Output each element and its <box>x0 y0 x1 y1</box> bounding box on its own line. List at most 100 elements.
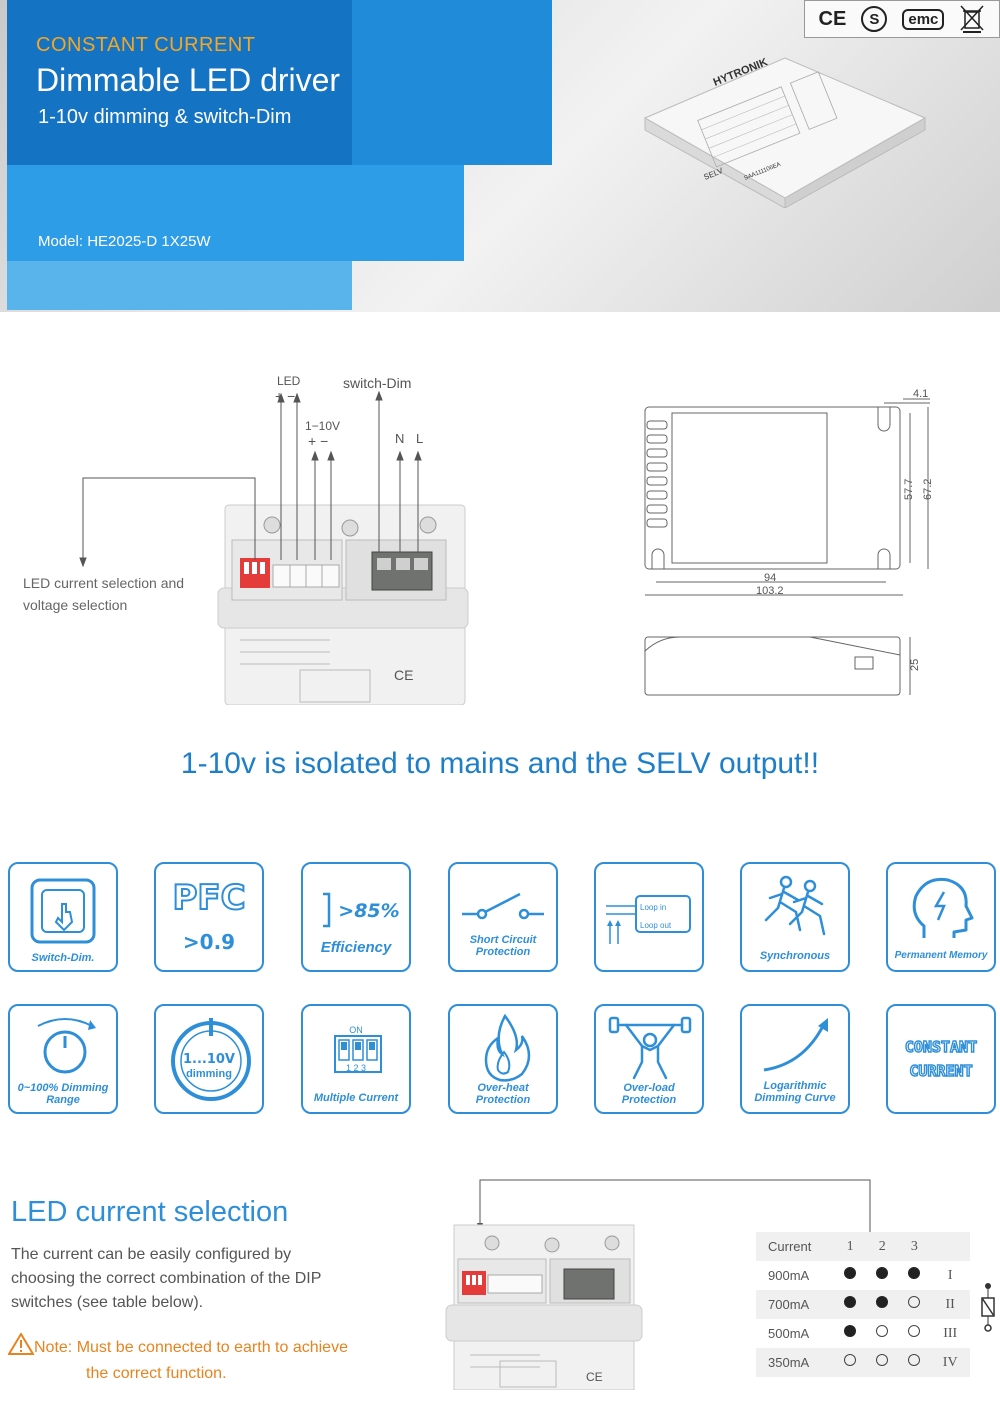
feature-multiple-current-label: Multiple Current <box>313 1092 399 1104</box>
feature-dimming-range-label: 0~100% Dimming Range <box>17 1082 109 1106</box>
feature-overload-label: Over-load Protection <box>621 1082 677 1106</box>
dim-94: 94 <box>764 572 776 584</box>
label-current-selection: LED current selection and voltage select… <box>23 575 185 613</box>
table-header-current: Current <box>756 1232 834 1261</box>
selection-description: The current can be easily configured by … <box>11 1246 322 1311</box>
row-roman: IV <box>930 1348 970 1377</box>
hero-light-blue-strip <box>7 261 352 310</box>
hero-banner: HYTRONIK SELV SAA111106EA CONSTANT CURRE… <box>0 0 1000 312</box>
feature-1-10v-label: dimming <box>186 1068 232 1080</box>
table-row: 700mA II <box>756 1290 970 1319</box>
feature-log-curve-label: Logarithmic Dimming Curve <box>754 1080 836 1104</box>
selection-title: LED current selection <box>11 1196 289 1228</box>
table-header-row: Current 1 2 3 <box>756 1232 970 1261</box>
row-roman: III <box>930 1319 970 1348</box>
driver-ce-mark: CE <box>394 667 413 683</box>
feature-short-circuit-label: Short Circuit Protection <box>469 934 537 958</box>
switch-off-dot <box>876 1325 889 1337</box>
warning-icon <box>8 1333 34 1355</box>
row-current-value: 700mA <box>756 1290 834 1319</box>
running-people-icon <box>764 875 826 936</box>
dim-67-2: 67.2 <box>922 479 934 500</box>
selection-driver-ce-mark: CE <box>586 1370 603 1384</box>
feature-efficiency: >85% Efficiency <box>301 862 411 972</box>
switch-on-dot <box>844 1325 857 1337</box>
feature-efficiency-label: Efficiency <box>320 939 392 956</box>
switch-on-dot <box>876 1267 889 1279</box>
feature-pfc-value: >0.9 <box>182 930 236 954</box>
row-current-value: 900mA <box>756 1261 834 1290</box>
switch-open-icon <box>462 892 544 920</box>
switch-off-dot <box>908 1325 921 1337</box>
feature-overheat: Over-heat Protection <box>448 1004 558 1114</box>
table-row: 350mA IV <box>756 1348 970 1377</box>
s-mark-icon: S <box>861 6 888 32</box>
certification-strip: CE S emc <box>804 0 1000 38</box>
dim-57-7: 57.7 <box>903 479 915 500</box>
feature-efficiency-value: >85% <box>338 900 400 922</box>
weee-bin-icon <box>960 5 984 33</box>
feature-dimming-range: 0~100% Dimming Range <box>8 1004 118 1114</box>
hero-blue-panel-mid <box>352 0 552 165</box>
feature-overheat-label: Over-heat Protection <box>475 1082 531 1106</box>
feature-synchronous-label: Synchronous <box>759 950 831 962</box>
emc-mark-icon: emc <box>902 8 945 30</box>
table-header-switch-1: 1 <box>834 1232 867 1261</box>
feature-1-10v-title: 1...10V <box>182 1052 235 1067</box>
switch-on-dot <box>908 1267 921 1279</box>
head-memory-icon <box>912 877 974 938</box>
feature-pfc: PFC >0.9 <box>154 862 264 972</box>
feature-constant-label: CONSTANT <box>904 1037 978 1056</box>
label-n: N <box>395 431 405 446</box>
feature-constant-current: CONSTANT CURRENT <box>886 1004 996 1114</box>
weightlifter-icon <box>608 1016 692 1080</box>
label-led: LED <box>277 374 301 388</box>
table-header-switch-3: 3 <box>898 1232 931 1261</box>
hero-tagline: 1-10v dimming & switch-Dim <box>38 106 292 128</box>
table-row: 500mA III <box>756 1319 970 1348</box>
feature-short-circuit: Short Circuit Protection <box>448 862 558 972</box>
feature-log-curve: Logarithmic Dimming Curve <box>740 1004 850 1114</box>
dip-switch-symbol-icon <box>981 1283 995 1332</box>
hero-subtitle: CONSTANT CURRENT <box>36 34 256 56</box>
selection-note: Note: Must be connected to earth to achi… <box>8 1333 388 1387</box>
dim-25: 25 <box>909 659 921 671</box>
feature-1-10v: 1...10V dimming <box>154 1004 264 1114</box>
feature-switch-dim: Switch-Dim. <box>8 862 118 972</box>
feature-current-label: CURRENT <box>909 1061 974 1080</box>
dim-4-1: 4.1 <box>913 388 928 400</box>
feature-overload: Over-load Protection <box>594 1004 704 1114</box>
feature-loop-in-out: Loop in Loop out <box>594 862 704 972</box>
row-roman: I <box>930 1261 970 1290</box>
table-header-switch-2: 2 <box>866 1232 899 1261</box>
switch-on-dot <box>876 1296 889 1308</box>
selection-driver-image: CE <box>445 1179 871 1390</box>
feature-multiple-current: ON 1 2 3 Multiple Current <box>301 1004 411 1114</box>
flame-icon <box>484 1013 531 1082</box>
feature-loop-out-label: Loop out <box>640 921 672 930</box>
dip-switch-table: Current 1 2 3 900mA I 700mA II 500mA III… <box>756 1232 970 1377</box>
feature-dip-on-label: ON <box>349 1025 363 1035</box>
feature-loop-in-label: Loop in <box>640 903 667 912</box>
dip-switch-icon <box>334 1035 382 1073</box>
dimming-dial-icon <box>171 1018 251 1101</box>
selection-note-line2: the correct function. <box>86 1365 227 1382</box>
wiring-diagram: CE LED + − switch-Dim 1−10V + − N L LED … <box>0 360 500 705</box>
row-current-value: 500mA <box>756 1319 834 1348</box>
selection-note-line1: Note: Must be connected to earth to achi… <box>34 1339 348 1356</box>
feature-row-1: Switch-Dim. PFC >0.9 >85% Efficiency Sho… <box>8 862 998 972</box>
label-led-polarity: + − <box>275 388 296 404</box>
row-roman: II <box>930 1290 970 1319</box>
row-current-value: 350mA <box>756 1348 834 1377</box>
feature-memory-label: Permanent Memory <box>894 950 988 961</box>
loop-wiring-icon <box>606 895 691 944</box>
switch-off-dot <box>908 1354 921 1366</box>
feature-dip-nums: 1 2 3 <box>345 1063 367 1073</box>
dimension-drawing: 4.1 57.7 67.2 94 103.2 25 <box>620 375 1000 705</box>
isolation-headline: 1-10v is isolated to mains and the SELV … <box>180 747 820 780</box>
switch-off-dot <box>876 1354 889 1366</box>
hero-title: Dimmable LED driver <box>36 62 341 98</box>
curve-arrow-icon <box>763 1018 828 1072</box>
feature-switch-dim-label: Switch-Dim. <box>31 952 95 964</box>
hero-light-blue-panel <box>7 165 464 261</box>
